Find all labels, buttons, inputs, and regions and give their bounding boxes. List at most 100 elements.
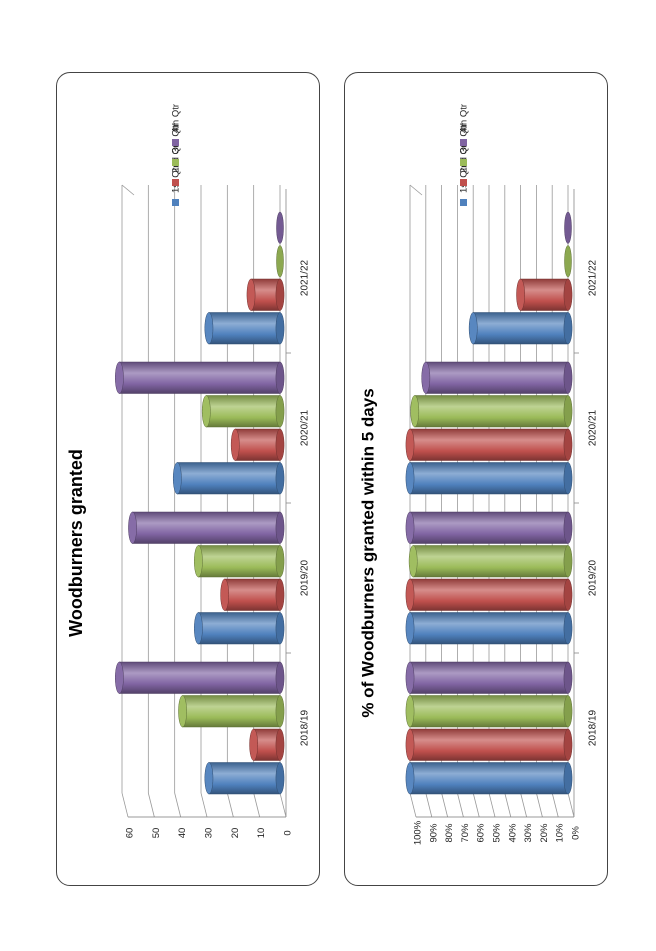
bar	[276, 245, 284, 278]
y-tick-label: 30	[204, 828, 215, 839]
category-label: 2021/22	[588, 259, 599, 296]
bar	[115, 361, 285, 394]
gridline-depth	[504, 792, 512, 818]
bar	[194, 545, 285, 578]
y-tick-label: 60	[125, 828, 136, 839]
gridline-depth	[174, 792, 182, 818]
bar	[516, 278, 573, 311]
bar	[249, 728, 285, 761]
y-tick-label: 90%	[428, 823, 439, 843]
bar	[564, 245, 572, 278]
gridline-depth	[520, 792, 527, 818]
chart-svg-woodburners-granted: Woodburners granted 0 10 20 30 40 50 60 2018/19 2…	[66, 104, 311, 839]
legend-swatch	[172, 199, 179, 206]
y-tick-label: 10	[256, 828, 267, 839]
gridline-depth	[472, 792, 480, 818]
bar	[115, 661, 285, 694]
legend-swatch	[460, 159, 467, 166]
legend-label: 3rd Qtr	[171, 123, 182, 153]
bar	[220, 578, 285, 611]
gridline-depth	[567, 792, 575, 818]
y-tick-label: 50	[151, 828, 162, 839]
bar	[246, 278, 285, 311]
bar	[172, 462, 285, 495]
bar	[408, 545, 573, 578]
gridline-depth	[226, 792, 234, 818]
legend-swatch	[460, 139, 467, 146]
category-label: 2019/20	[300, 559, 311, 596]
chart-title: Woodburners granted	[66, 449, 86, 637]
gridline-depth	[121, 792, 129, 818]
legend-swatch	[172, 139, 179, 146]
bar	[410, 395, 573, 428]
chart-title: % of Woodburners granted within 5 days	[358, 388, 377, 717]
bar	[405, 695, 573, 728]
bar	[128, 511, 285, 544]
bar	[405, 462, 573, 495]
legend-label: 2nd Qtr	[171, 141, 182, 173]
category-label: 2020/21	[300, 409, 311, 446]
category-label: 2020/21	[588, 409, 599, 446]
bar	[204, 762, 285, 795]
category-label: 2021/22	[300, 259, 311, 296]
bar	[468, 312, 573, 345]
category-label: 2018/19	[588, 709, 599, 746]
bar	[204, 312, 285, 345]
legend-label: 3rd Qtr	[459, 123, 470, 153]
y-tick-label: 40	[177, 828, 188, 839]
bar	[405, 762, 573, 795]
category-label: 2019/20	[588, 559, 599, 596]
y-tick-label: 100%	[413, 820, 424, 845]
legend-label: 2nd Qtr	[459, 141, 470, 173]
bar	[405, 612, 573, 645]
woodburners-granted-chart: Woodburners granted 0 10 20 30 40 50 60 2018/19 2…	[56, 72, 320, 886]
bar	[178, 695, 285, 728]
bar	[405, 728, 573, 761]
bar	[405, 428, 573, 461]
y-tick-label: 70%	[460, 823, 471, 843]
y-tick-label: 20%	[539, 823, 550, 843]
gridline-depth	[536, 792, 543, 818]
bar	[230, 428, 285, 461]
gridline-depth	[121, 184, 135, 196]
y-tick-label: 40%	[507, 823, 518, 843]
bar	[201, 395, 285, 428]
chart-svg-woodburners-percent: % of Woodburners granted within 5 days 0%…	[358, 104, 599, 845]
bar	[194, 612, 285, 645]
legend-swatch	[460, 179, 467, 186]
gridline-depth	[425, 792, 433, 818]
woodburners-percent-chart: % of Woodburners granted within 5 days 0%…	[344, 72, 608, 886]
gridline-depth	[409, 792, 417, 818]
gridline-depth	[147, 792, 155, 818]
y-tick-label: 10%	[555, 823, 566, 843]
gridline-depth	[441, 792, 448, 818]
gridline-depth	[551, 792, 559, 818]
legend-label: 1st Qtr	[171, 164, 182, 193]
gridline-depth	[253, 792, 261, 818]
gridline-depth	[457, 792, 464, 818]
y-tick-label: 50%	[492, 823, 503, 843]
bar	[405, 578, 573, 611]
legend-swatch	[172, 159, 179, 166]
bar	[564, 211, 572, 244]
bar	[421, 361, 573, 394]
gridline-depth	[279, 792, 287, 818]
legend-swatch	[460, 199, 467, 206]
y-tick-label: 80%	[444, 823, 455, 843]
bar	[405, 511, 573, 544]
y-tick-label: 0%	[571, 826, 582, 840]
gridline-depth	[488, 792, 496, 818]
y-tick-label: 60%	[476, 823, 487, 843]
y-tick-label: 30%	[523, 823, 534, 843]
gridline-depth	[200, 792, 208, 818]
category-label: 2018/19	[300, 709, 311, 746]
legend-label: 4th Qtr	[459, 104, 470, 133]
legend-label: 4th Qtr	[171, 104, 182, 133]
legend-label: 1st Qtr	[459, 164, 470, 193]
bar	[405, 661, 573, 694]
legend-swatch	[172, 179, 179, 186]
gridline-depth	[409, 184, 423, 196]
bar	[276, 211, 284, 244]
y-tick-label: 0	[283, 830, 294, 835]
y-tick-label: 20	[230, 828, 241, 839]
